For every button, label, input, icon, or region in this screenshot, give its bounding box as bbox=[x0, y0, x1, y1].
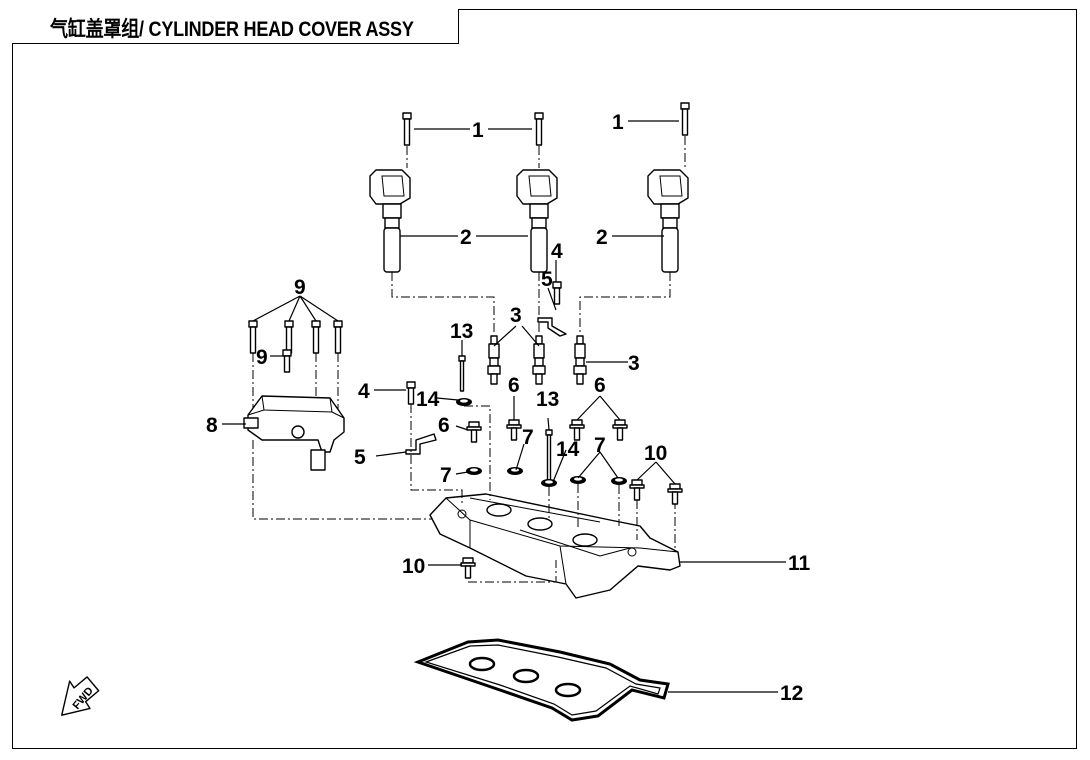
seal-part-7-a bbox=[466, 467, 482, 475]
callout-13: 13 bbox=[536, 388, 559, 411]
bolt-part-10-a bbox=[629, 479, 645, 501]
seal-part-7-b bbox=[507, 467, 523, 475]
ignition-coil-right bbox=[647, 169, 689, 273]
flange-bolt-part-6-b bbox=[506, 419, 522, 441]
callout-14: 14 bbox=[556, 438, 580, 461]
callout-2: 2 bbox=[460, 226, 472, 249]
bolt-part-1-left bbox=[402, 112, 412, 146]
callout-5: 5 bbox=[354, 446, 366, 469]
spark-plug-right bbox=[573, 335, 587, 385]
seal-part-14-right bbox=[541, 479, 557, 487]
flange-bolt-part-6-c bbox=[569, 419, 585, 441]
diagram-title: 气缸盖罩组/ CYLINDER HEAD COVER ASSY bbox=[50, 18, 414, 41]
bolt-part-1-middle bbox=[534, 112, 544, 146]
callout-10: 10 bbox=[644, 442, 667, 465]
callout-4: 4 bbox=[358, 380, 370, 403]
callout-8: 8 bbox=[206, 414, 218, 437]
bolt-part-10-c bbox=[460, 557, 476, 579]
bolt-part-9-b bbox=[284, 320, 294, 354]
callout-6: 6 bbox=[508, 374, 520, 397]
callout-5: 5 bbox=[541, 268, 553, 291]
callout-7: 7 bbox=[594, 434, 606, 457]
bolt-part-9-c bbox=[311, 320, 321, 354]
callout-4: 4 bbox=[551, 240, 563, 263]
title-box: 气缸盖罩组/ CYLINDER HEAD COVER ASSY bbox=[12, 9, 459, 44]
bolt-part-9-e bbox=[282, 349, 292, 373]
bolt-part-10-b bbox=[667, 483, 683, 505]
callout-1: 1 bbox=[612, 111, 624, 134]
bolt-part-1-right bbox=[680, 102, 690, 136]
bolt-part-4-upper bbox=[552, 281, 562, 305]
bolt-part-4-lower bbox=[406, 381, 416, 405]
bolt-part-9-d bbox=[333, 320, 343, 354]
callout-7: 7 bbox=[440, 464, 452, 487]
bolt-part-13-middle bbox=[545, 429, 553, 482]
bracket-part-5-upper bbox=[537, 317, 567, 337]
callout-6: 6 bbox=[594, 374, 606, 397]
callout-12: 12 bbox=[780, 682, 803, 705]
seal-part-14-left bbox=[456, 398, 472, 406]
callout-3: 3 bbox=[628, 352, 640, 375]
flange-bolt-part-6-d bbox=[612, 419, 628, 441]
cylinder-head-cover-part-11 bbox=[429, 493, 681, 599]
flange-bolt-part-6-a bbox=[466, 421, 482, 443]
gasket-part-12 bbox=[413, 638, 670, 722]
drawing-frame bbox=[12, 9, 1077, 749]
callout-9: 9 bbox=[256, 346, 268, 369]
callout-7: 7 bbox=[522, 426, 534, 449]
spark-plug-middle bbox=[532, 335, 546, 385]
bolt-part-13-left bbox=[458, 355, 466, 392]
callout-6: 6 bbox=[438, 414, 450, 437]
callout-11: 11 bbox=[788, 552, 811, 575]
ignition-coil-left bbox=[369, 169, 411, 273]
spark-plug-left bbox=[487, 335, 501, 385]
callout-10: 10 bbox=[402, 555, 425, 578]
callout-13: 13 bbox=[450, 320, 473, 343]
bracket-part-5-lower bbox=[405, 433, 437, 455]
callout-3: 3 bbox=[510, 304, 522, 327]
seal-part-7-d bbox=[611, 477, 627, 485]
forward-arrow-icon: FWD bbox=[61, 676, 100, 716]
callout-1: 1 bbox=[472, 119, 484, 142]
valve-unit-part-8 bbox=[243, 395, 345, 471]
callout-14: 14 bbox=[416, 388, 440, 411]
callout-9: 9 bbox=[294, 276, 306, 299]
callout-2: 2 bbox=[596, 226, 608, 249]
